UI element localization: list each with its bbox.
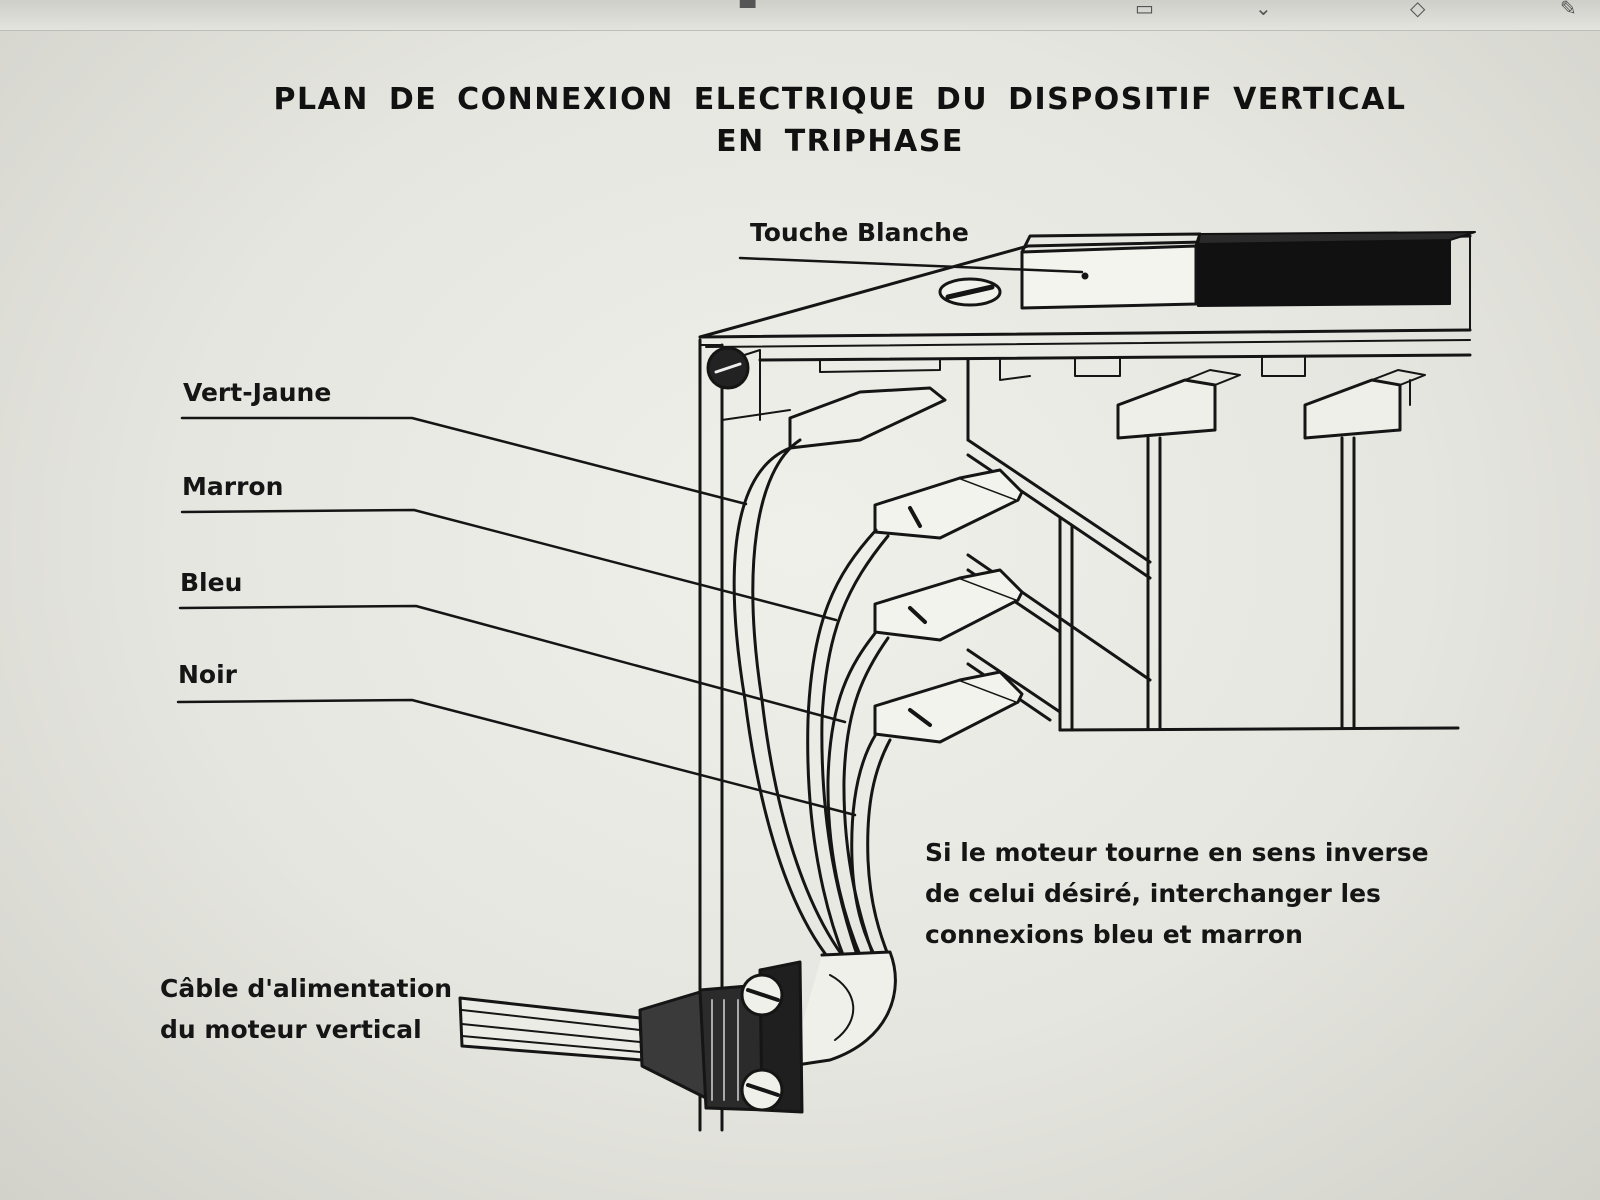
note-line-1: Si le moteur tourne en sens inverse (925, 838, 1429, 867)
label-touche-blanche: Touche Blanche (750, 218, 969, 247)
leader-lines (176, 256, 1084, 817)
diagram-title-line-2: EN TRIPHASE (716, 124, 964, 159)
leader-noir (176, 698, 857, 817)
wire-bundle (732, 438, 897, 1068)
note-line-2: de celui désiré, interchanger les (925, 879, 1381, 908)
label-bleu: Bleu (180, 568, 243, 597)
leader-marron (180, 508, 838, 622)
cable-label-line-1: Câble d'alimentation (160, 974, 453, 1003)
diagram-title-line-1: PLAN DE CONNEXION ELECTRIQUE DU DISPOSIT… (273, 82, 1407, 117)
leader-touche-blanche (738, 256, 1084, 274)
terminal-lugs (873, 468, 1024, 744)
viewer-toolbar-edge: ▀ ▭ ⌄ ◇ ✎ (0, 0, 1600, 31)
housing-top (698, 234, 1472, 348)
toolbar-icon: ▀ (740, 0, 756, 20)
toolbar-icon: ▭ (1135, 0, 1154, 20)
leader-vert-jaune (180, 416, 748, 506)
terminal-rack (758, 353, 1472, 732)
label-power-cable: Câble d'alimentation du moteur vertical (160, 968, 452, 1050)
label-noir: Noir (178, 660, 237, 689)
black-key (1197, 231, 1476, 307)
edit-icon: ✎ (1560, 0, 1577, 20)
cable-label-line-2: du moteur vertical (160, 1015, 422, 1044)
label-vert-jaune: Vert-Jaune (183, 378, 332, 407)
cable-gland (458, 960, 804, 1114)
note-line-3: connexions bleu et marron (925, 920, 1303, 949)
leader-bleu (178, 604, 847, 724)
chevron-down-icon: ⌄ (1255, 0, 1272, 20)
label-marron: Marron (182, 472, 284, 501)
reverse-rotation-note: Si le moteur tourne en sens inverse de c… (925, 832, 1485, 955)
bookmark-icon: ◇ (1410, 0, 1426, 20)
top-screw (938, 277, 1002, 307)
